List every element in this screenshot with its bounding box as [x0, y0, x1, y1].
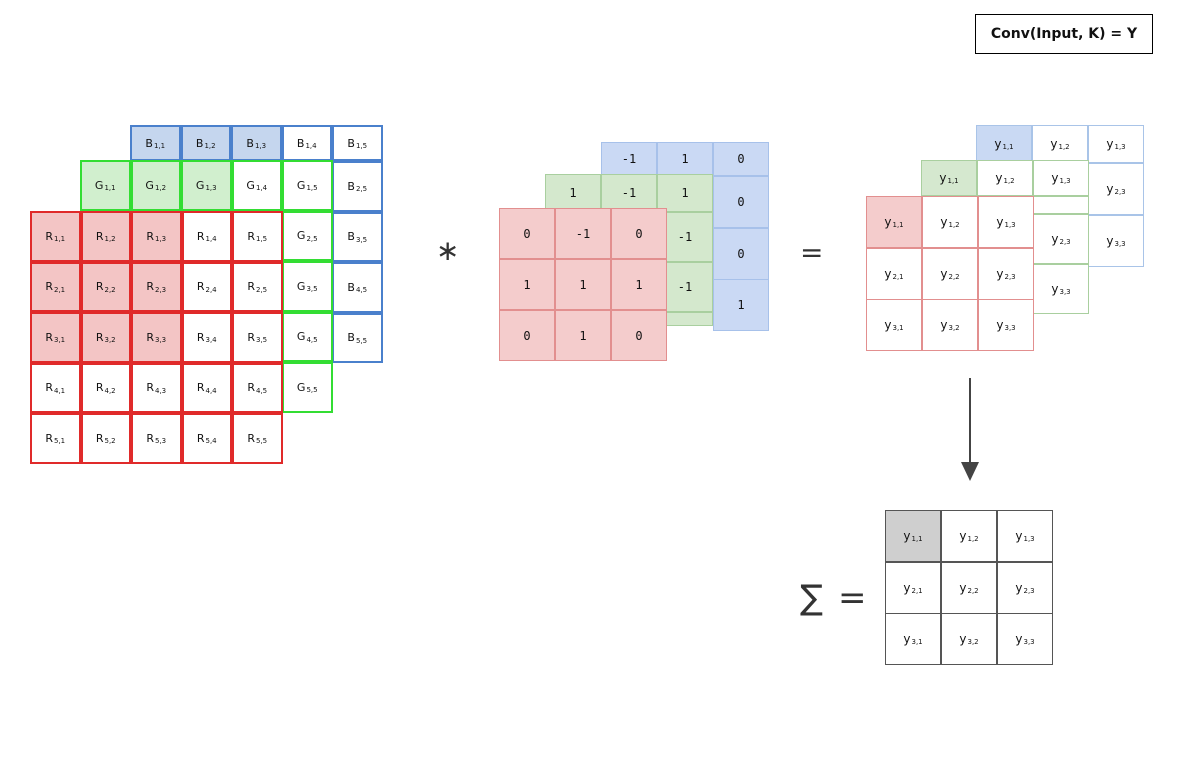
kernel-red-cell: 0	[499, 310, 555, 361]
kernel-red-cell: -1	[555, 208, 611, 259]
equals-operator: =	[800, 236, 824, 269]
kernel-red-cell: 1	[555, 310, 611, 361]
kernel-blue-cell: 1	[713, 279, 769, 332]
kernel-red-cell: 1	[555, 259, 611, 310]
kernel-blue-cell: -1	[601, 142, 657, 176]
convolution-operator: ∗	[436, 234, 460, 267]
kernel-blue-cell: 0	[713, 227, 769, 280]
sum-equals-operator: =	[838, 578, 867, 618]
kernel-green-cell: -1	[601, 174, 657, 212]
kernel-red-cell: 0	[499, 208, 555, 259]
kernel-blue-cell: 0	[713, 142, 769, 176]
kernel-red-cell: 1	[499, 259, 555, 310]
kernel-blue-cell: 1	[657, 142, 713, 176]
output-green-cell	[1033, 196, 1089, 214]
kernel-blue-cell: 0	[713, 176, 769, 229]
down-arrow-icon	[961, 378, 979, 481]
sum-symbol: ∑	[800, 578, 823, 618]
kernel-red-cell: 0	[611, 208, 667, 259]
kernel-green-cell: 1	[545, 174, 601, 212]
kernel-red-cell: 0	[611, 310, 667, 361]
kernel-red-cell: 1	[611, 259, 667, 310]
formula-title: Conv(Input, K) = Y	[975, 14, 1153, 54]
kernel-green-cell: 1	[657, 174, 713, 212]
